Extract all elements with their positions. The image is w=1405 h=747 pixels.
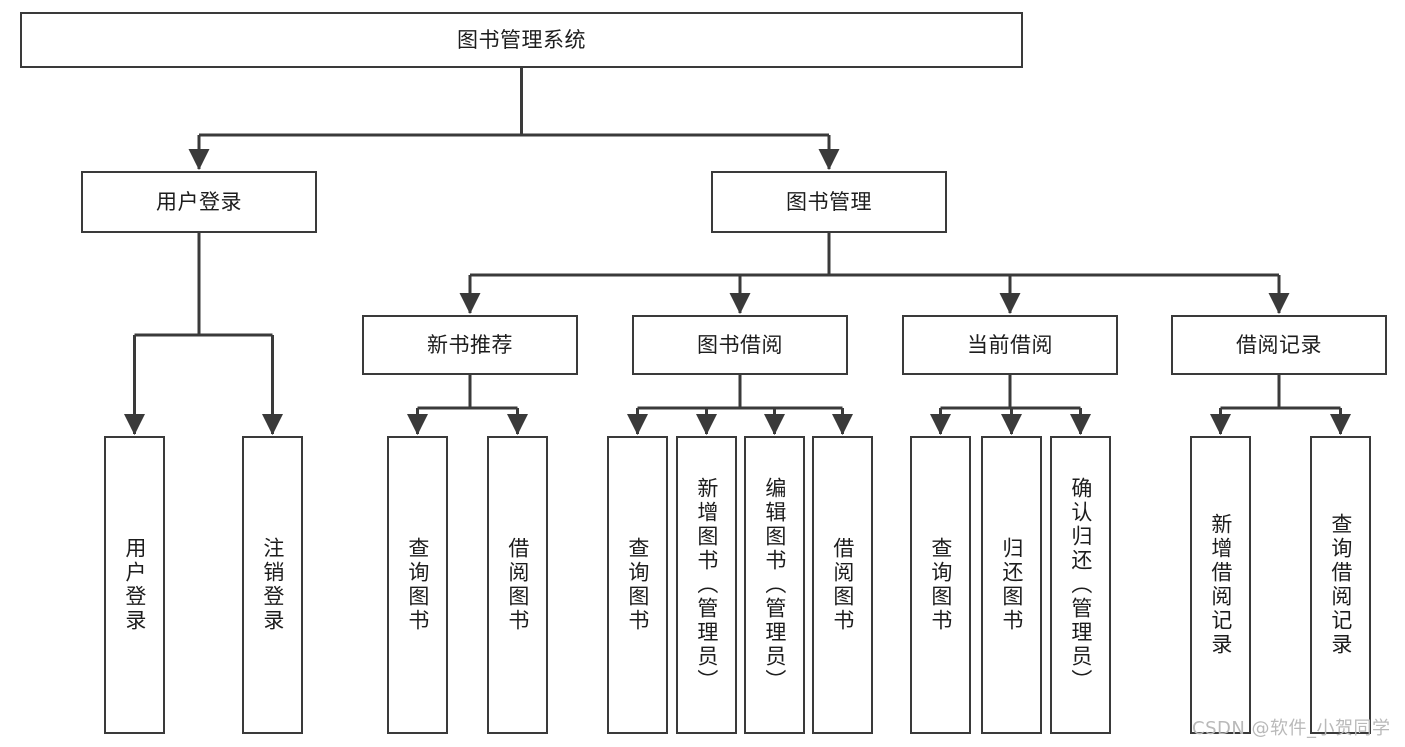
leaf-box-3[interactable]: 借阅图书: [487, 436, 548, 734]
leaf-label: 查询图书: [928, 537, 953, 633]
leaf-box-2[interactable]: 查询图书: [387, 436, 448, 734]
leaf-label: 新增借阅记录: [1208, 513, 1233, 657]
leaf-box-4[interactable]: 查询图书: [607, 436, 668, 734]
level2-label: 用户登录: [156, 189, 242, 214]
leaf-box-6[interactable]: 编辑图书（管理员）: [744, 436, 805, 734]
leaf-label: 查询借阅记录: [1328, 513, 1353, 657]
level3-label: 图书借阅: [697, 332, 783, 357]
level3-box-1[interactable]: 图书借阅: [632, 315, 848, 375]
level3-box-0[interactable]: 新书推荐: [362, 315, 578, 375]
leaf-label: 确认归还（管理员）: [1068, 477, 1093, 693]
leaf-label: 新增图书（管理员）: [694, 477, 719, 693]
leaf-label: 注销登录: [260, 537, 285, 633]
leaf-box-12[interactable]: 查询借阅记录: [1310, 436, 1371, 734]
leaf-box-9[interactable]: 归还图书: [981, 436, 1042, 734]
leaf-label: 查询图书: [405, 537, 430, 633]
root-box-0[interactable]: 图书管理系统: [20, 12, 1023, 68]
level3-label: 新书推荐: [427, 332, 513, 357]
level3-box-2[interactable]: 当前借阅: [902, 315, 1118, 375]
leaf-box-0[interactable]: 用户登录: [104, 436, 165, 734]
leaf-box-5[interactable]: 新增图书（管理员）: [676, 436, 737, 734]
level2-box-1[interactable]: 图书管理: [711, 171, 947, 233]
leaf-label: 借阅图书: [830, 537, 855, 633]
leaf-box-10[interactable]: 确认归还（管理员）: [1050, 436, 1111, 734]
leaf-box-7[interactable]: 借阅图书: [812, 436, 873, 734]
root-label: 图书管理系统: [457, 27, 586, 52]
level3-label: 当前借阅: [967, 332, 1053, 357]
leaf-label: 归还图书: [999, 537, 1024, 633]
level2-label: 图书管理: [786, 189, 872, 214]
leaf-box-8[interactable]: 查询图书: [910, 436, 971, 734]
level2-box-0[interactable]: 用户登录: [81, 171, 317, 233]
level3-box-3[interactable]: 借阅记录: [1171, 315, 1387, 375]
level3-label: 借阅记录: [1236, 332, 1322, 357]
leaf-box-11[interactable]: 新增借阅记录: [1190, 436, 1251, 734]
leaf-label: 用户登录: [122, 537, 147, 633]
leaf-box-1[interactable]: 注销登录: [242, 436, 303, 734]
csdn-watermark: CSDN @软件_小贺同学: [1192, 718, 1391, 739]
leaf-label: 借阅图书: [505, 537, 530, 633]
leaf-label: 查询图书: [625, 537, 650, 633]
leaf-label: 编辑图书（管理员）: [762, 477, 787, 693]
